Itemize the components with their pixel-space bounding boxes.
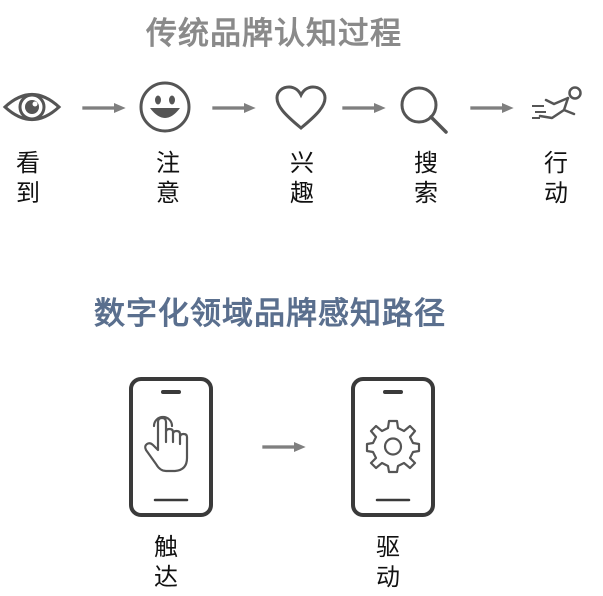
eye-icon	[2, 93, 62, 121]
step-action-label: 行动	[544, 149, 568, 207]
step-search-label: 搜索	[414, 149, 438, 207]
arrow-icon	[212, 103, 256, 113]
search-icon	[400, 86, 448, 134]
arrow-icon	[262, 442, 306, 452]
running-person-icon	[532, 86, 582, 120]
step-drive-label: 驱动	[376, 533, 400, 591]
step-reach-label: 触达	[154, 533, 178, 591]
arrow-icon	[470, 103, 514, 113]
arrow-icon	[342, 103, 386, 113]
smiley-icon	[139, 81, 191, 133]
heart-icon	[275, 85, 327, 130]
step-see-label: 看到	[16, 149, 40, 207]
phone-gear-icon	[351, 377, 435, 517]
phone-touch-icon	[129, 377, 213, 517]
traditional-process-title: 传统品牌认知过程	[146, 16, 402, 52]
arrow-icon	[82, 103, 126, 113]
digital-path-title: 数字化领域品牌感知路径	[94, 296, 446, 332]
step-interest-label: 兴趣	[290, 149, 314, 207]
step-attention-label: 注意	[156, 149, 180, 207]
